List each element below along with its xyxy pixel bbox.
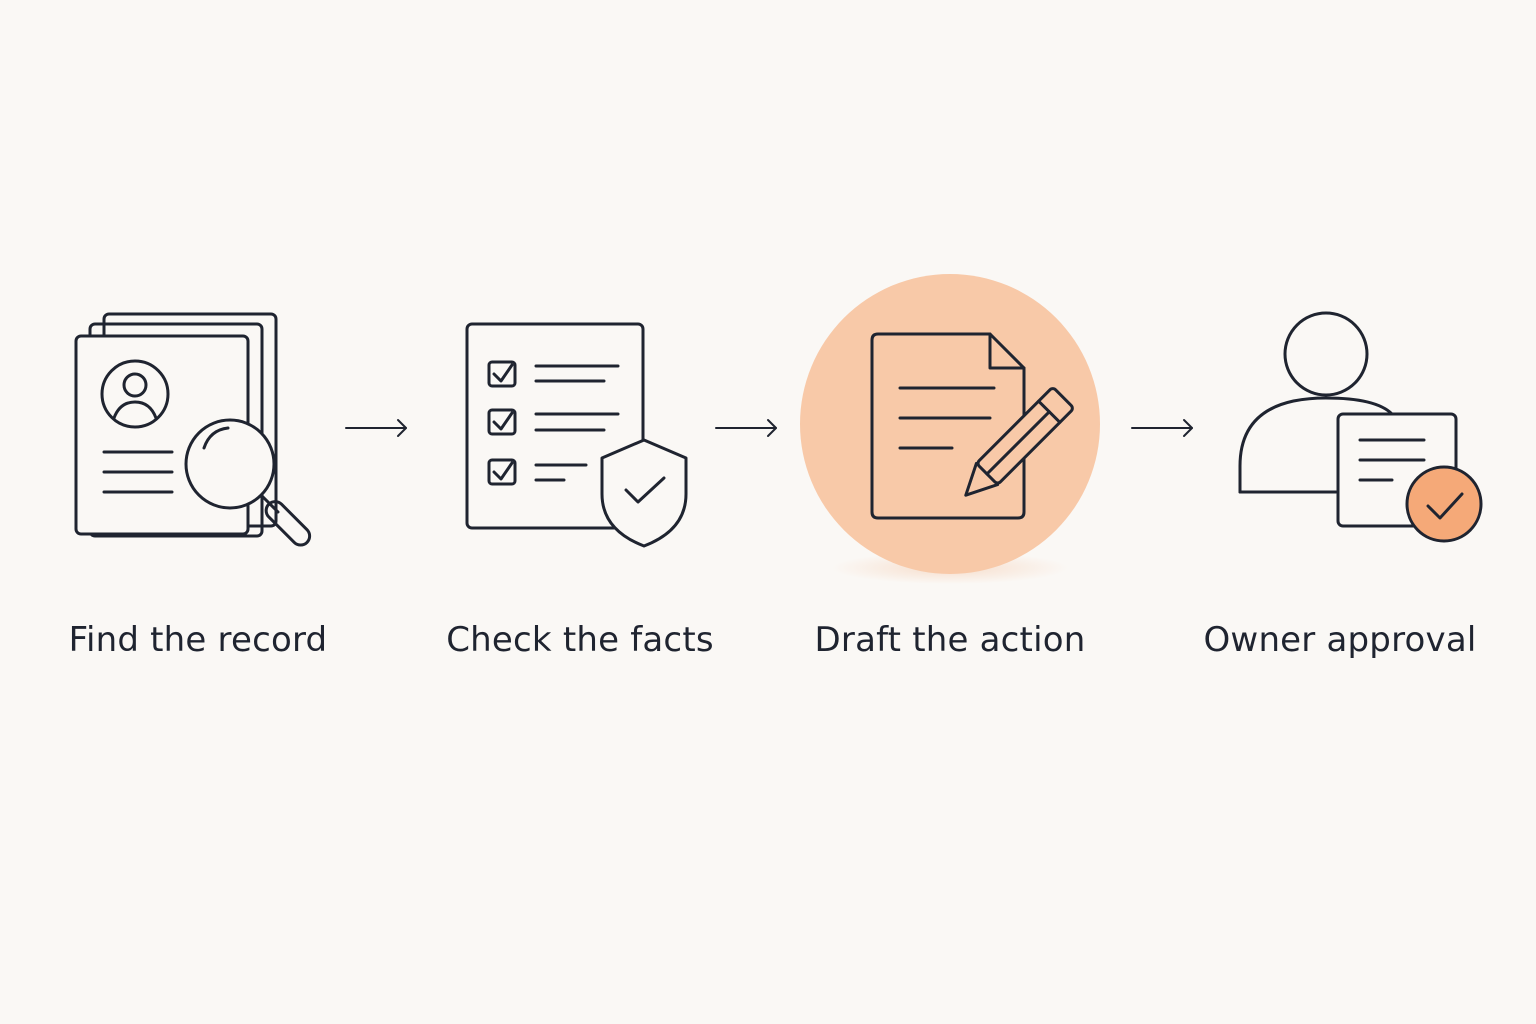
arrow-right-icon xyxy=(1128,416,1198,440)
record-search-icon xyxy=(8,0,388,600)
step-label: Check the facts xyxy=(446,620,714,660)
step-owner-approval: Owner approval xyxy=(1150,0,1530,700)
document-pencil-icon xyxy=(760,0,1140,600)
step-check-facts: Check the facts xyxy=(390,0,770,700)
step-label: Find the record xyxy=(68,620,328,660)
step-label: Draft the action xyxy=(814,620,1086,660)
step-draft-action: Draft the action xyxy=(760,0,1140,700)
step-find-record: Find the record xyxy=(8,0,388,700)
checklist-shield-icon xyxy=(390,0,770,600)
person-approval-icon xyxy=(1150,0,1530,600)
arrow-right-icon xyxy=(342,416,412,440)
step-label: Owner approval xyxy=(1203,620,1477,660)
arrow-right-icon xyxy=(712,416,782,440)
